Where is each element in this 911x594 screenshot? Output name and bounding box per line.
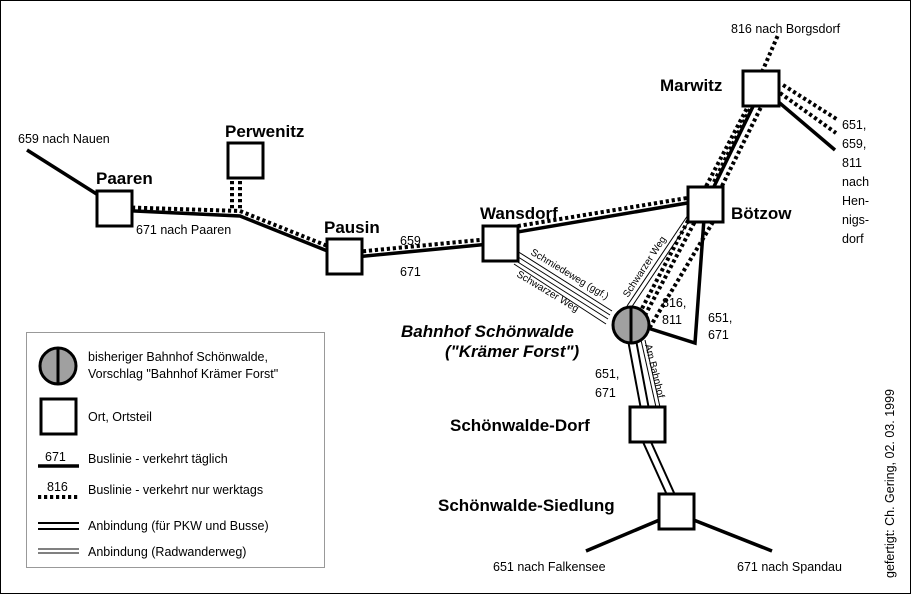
box-schoenwalde-siedlung [657,492,696,531]
legend-place-box [39,397,78,436]
legend-place: Ort, Ortsteil [88,410,152,424]
label-pausin: Pausin [324,218,380,237]
legend-station-line1: bisheriger Bahnhof Schönwalde, [88,350,268,364]
line-wansdorf-boetzow [499,198,706,237]
label-bahnhof-line2: ("Krämer Forst") [445,342,580,361]
dotted-marwitz-hennigsdorf-1 [781,83,840,122]
legend-daily: Buslinie - verkehrt täglich [88,452,228,466]
svg-text:659,: 659, [842,137,866,151]
label-bahnhof-line1: Bahnhof Schönwalde [401,322,574,341]
label-borgsdorf: 816 nach Borgsdorf [731,22,841,36]
bike-wansdorf-bahnhof-1 [516,250,613,312]
label-boetzow-671: 671 [708,328,729,342]
label-perwenitz: Perwenitz [225,122,304,141]
legend-weekday: Buslinie - verkehrt nur werktags [88,483,263,497]
label-671-paaren: 671 nach Paaren [136,223,231,237]
line-671-paaren-pausin [113,208,346,260]
road-dorf-siedlung-a [642,441,668,496]
bike-wansdorf-bahnhof-2 [514,254,611,316]
dotted-to-borgsdorf [760,34,780,73]
legend-road-car: Anbindung (für PKW und Busse) [88,519,269,533]
dotted-paaren-perwenitz-junction [113,205,241,213]
svg-text:nigs-: nigs- [842,213,869,227]
box-boetzow [686,185,725,224]
label-paaren: Paaren [96,169,153,188]
box-schoenwalde-dorf [628,405,667,444]
line-651-671-boetzow-loop [631,204,707,346]
svg-text:nach: nach [842,175,869,189]
station-bahnhof-schoenwalde [611,305,651,345]
credit-text: gefertigt: Ch. Gering, 02. 03. 1999 [883,389,897,578]
bike-boetzow-bahnhof-2 [630,216,693,309]
legend: bisheriger Bahnhof Schönwalde, Vorschlag… [26,332,325,568]
label-schoenwalde-siedlung: Schönwalde-Siedlung [438,496,615,515]
label-dorf-671: 671 [595,386,616,400]
dotted-boetzow-marwitz-1 [712,96,758,183]
box-paaren [95,189,134,228]
dotted-boetzow-marwitz-2 [720,100,766,187]
label-hennigsdorf: 651, 659, 811 nach Hen- nigs- dorf [842,118,869,246]
svg-text:dorf: dorf [842,232,864,246]
svg-text:811: 811 [842,156,862,170]
legend-station-line2: Vorschlag "Bahnhof Krämer Forst" [88,367,278,381]
label-bahnhof-811: 811 [662,313,682,327]
legend-weekday-num: 816 [47,480,68,494]
label-route-671: 671 [400,265,421,279]
bike-am-bahnhof-1 [640,339,659,417]
dotted-wansdorf-boetzow [499,193,706,231]
box-marwitz [741,69,781,108]
label-route-659: 659 [400,234,421,248]
box-perwenitz [226,141,265,180]
dotted-boetzow-bahnhof-2 [648,220,715,329]
road-bike-links [512,214,693,417]
bike-am-bahnhof-2 [644,339,663,417]
road-dorf-siedlung-b [650,441,676,496]
label-boetzow: Bötzow [731,204,792,223]
bike-boetzow-bahnhof-1 [626,214,689,307]
place-boxes [95,69,781,531]
legend-road-bike: Anbindung (Radwanderweg) [88,545,246,559]
bike-wansdorf-bahnhof-4 [513,263,607,325]
svg-text:Hen-: Hen- [842,194,869,208]
legend-daily-num: 671 [45,450,66,464]
label-651-falkensee: 651 nach Falkensee [493,560,606,574]
svg-text:651,: 651, [842,118,866,132]
label-wansdorf: Wansdorf [480,204,558,223]
label-bahnhof-816: 816, [662,296,686,310]
box-wansdorf [481,224,520,263]
label-schoenwalde-dorf: Schönwalde-Dorf [450,416,590,435]
dotted-boetzow-bahnhof [640,211,702,322]
dotted-junction-pausin [239,209,346,255]
dotted-pausin-wansdorf [344,236,501,255]
line-pausin-wansdorf [344,241,501,260]
legend-station-symbol [38,346,78,386]
label-dorf-651: 651, [595,367,619,381]
label-boetzow-651: 651, [708,311,732,325]
label-671-spandau: 671 nach Spandau [737,560,842,574]
label-marwitz: Marwitz [660,76,722,95]
box-pausin [325,237,364,276]
bike-wansdorf-bahnhof-3 [512,258,609,320]
label-659-nauen: 659 nach Nauen [18,132,110,146]
